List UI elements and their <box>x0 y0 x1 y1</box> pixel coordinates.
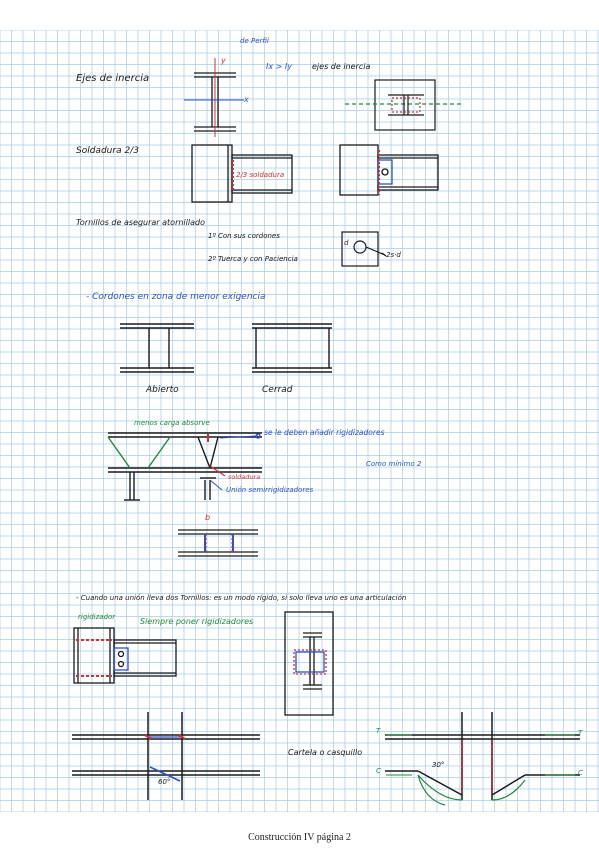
open-profile-label: Abierto <box>146 385 179 395</box>
semirigid-note: Unión semirrigidizadores <box>226 486 314 494</box>
beam-weld-label: soldadura <box>228 473 261 481</box>
brace-angle-label: 60° <box>158 778 171 786</box>
always-stiffeners-note: Siempre poner rigidizadores <box>140 617 254 626</box>
diagonal-brace-connection-sketch <box>72 712 260 800</box>
page-footer: Construcción IV página 2 <box>248 832 351 843</box>
tornillos-item-1: 1º Con sus cordones <box>208 232 280 240</box>
haunch-angle-label: 30° <box>432 761 445 769</box>
inertia-label: ejes de inercia <box>312 62 371 71</box>
stiffener-note: se le deben añadir rigidizadores <box>264 428 385 437</box>
bolt-diameter-label: d <box>344 239 349 247</box>
axis-x-label: x <box>244 95 249 104</box>
rigidizador-label: rigidizador <box>78 613 116 621</box>
marker-C-right: C <box>578 769 583 777</box>
beam-plan-view-sketch <box>178 529 258 557</box>
marker-T-left: T <box>376 727 381 735</box>
section-cordones-title: - Cordones en zona de menor exigencia <box>86 292 266 302</box>
bolted-rigid-connection-sketch <box>73 627 177 684</box>
top-note: de Perfil <box>240 37 269 45</box>
bolt-detail-sketch <box>341 231 387 267</box>
section-ejes-title: Ejes de inercia <box>76 73 150 84</box>
section-union-title: - Cuando una unión lleva dos Tornillos: … <box>76 594 407 602</box>
column-beam-elevation-sketch <box>345 79 462 131</box>
open-profile-sketch <box>120 323 194 373</box>
min-stiffeners-note: Como mínimo 2 <box>366 460 422 468</box>
menos-carga-note: menos carga absorve <box>134 419 210 427</box>
corbel-haunch-sketch <box>385 712 580 806</box>
closed-profile-label: Cerrad <box>262 385 293 395</box>
bolt-spacing-label: 2s·d <box>386 251 401 259</box>
inertia-relation: Ix > Iy <box>266 62 292 71</box>
small-b-label: b <box>205 513 211 522</box>
closed-profile-sketch <box>252 323 332 373</box>
section-tornillos-title: Tornillos de asegurar atornillado <box>76 218 205 227</box>
marker-C-left: C <box>376 767 381 775</box>
corbel-label: Cartela o casquillo <box>288 748 363 757</box>
axis-y-label: y <box>221 56 226 65</box>
column-section-with-stiffeners-sketch <box>284 611 334 716</box>
welded-connection-sketch-right <box>339 144 439 196</box>
section-soldadura-title: Soldadura 2/3 <box>76 146 139 156</box>
marker-T-right: T <box>578 729 583 737</box>
welded-connection-sketch-left <box>191 144 293 203</box>
beam-stiffener-elevation-sketch <box>107 432 262 501</box>
tornillos-item-2: 2º Tuerca y con Paciencia <box>208 255 298 263</box>
weld-label: 2/3 soldadura <box>236 171 285 179</box>
